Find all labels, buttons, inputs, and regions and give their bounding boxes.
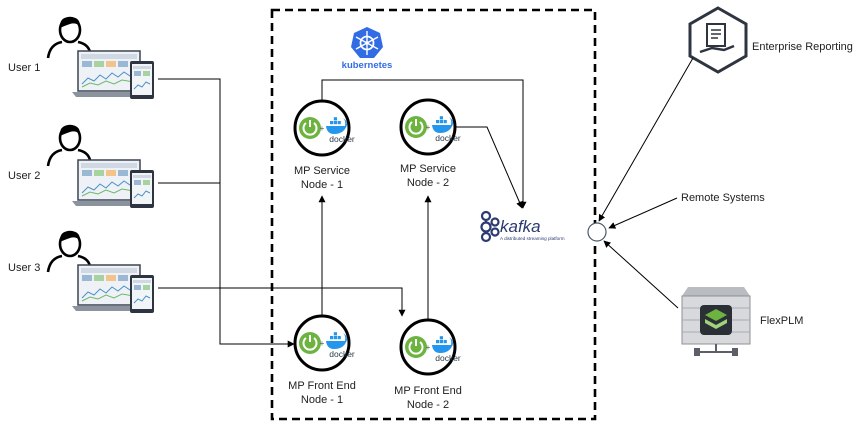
node-label-line1: MP Service	[294, 165, 350, 177]
device-icon	[71, 159, 155, 209]
docker-label: docker	[435, 133, 461, 143]
integration-hub	[587, 222, 607, 242]
flexplm: FlexPLM	[681, 287, 803, 356]
node-label-line1: MP Service	[400, 163, 456, 175]
reporting-to-hub-arrow	[598, 57, 694, 222]
mp-front-end-node-2: docker MP Front End Node - 2	[394, 318, 462, 411]
docker-label: docker	[329, 349, 355, 359]
enterprise-reporting: Enterprise Reporting	[688, 6, 853, 74]
remote-systems-label: Remote Systems	[681, 192, 765, 204]
user-3-label: User 3	[8, 262, 40, 274]
kafka-tagline: A distributed streaming platform	[500, 236, 565, 241]
server-icon	[681, 287, 751, 356]
user-3-group: User 3	[8, 229, 155, 314]
flexplm-label: FlexPLM	[760, 315, 803, 327]
node-label-line2: Node - 1	[301, 394, 343, 406]
docker-label: docker	[435, 353, 461, 363]
user3-to-front-end-2-arrow	[158, 287, 406, 317]
mp-service-node-2: docker MP Service Node - 2	[399, 98, 461, 189]
node-label-line1: MP Front End	[288, 380, 356, 392]
kafka-label: kafka	[500, 217, 541, 236]
node-label-line2: Node - 2	[407, 399, 449, 411]
kafka-logo: kafka A distributed streaming platform	[480, 210, 565, 243]
docker-label: docker	[329, 134, 355, 144]
spring-docker-badge	[399, 98, 457, 156]
node-label-line2: Node - 2	[407, 177, 449, 189]
user-1-label: User 1	[8, 62, 40, 74]
mp-service-node-1: docker MP Service Node - 1	[293, 99, 355, 191]
spring-docker-badge	[293, 314, 351, 372]
kubernetes-label: kubernetes	[342, 60, 393, 71]
kubernetes-logo: kubernetes	[342, 27, 393, 71]
user-1-group: User 1	[8, 15, 155, 100]
spring-docker-badge	[293, 99, 351, 157]
kubernetes-cluster-boundary	[270, 8, 597, 421]
kafka-icon	[480, 210, 500, 243]
node-label-line1: MP Front End	[394, 385, 462, 397]
user-2-group: User 2	[8, 123, 155, 209]
mp-front-end-node-1: docker MP Front End Node - 1	[288, 314, 356, 406]
device-icon	[71, 264, 155, 314]
user-2-label: User 2	[8, 170, 40, 182]
enterprise-reporting-label: Enterprise Reporting	[752, 41, 853, 53]
spring-docker-badge	[399, 318, 457, 376]
kubernetes-icon	[351, 27, 383, 58]
user1-to-front-end-1-arrow	[158, 78, 295, 348]
service-2-to-kafka-arrow	[455, 126, 523, 209]
device-icon	[71, 50, 155, 100]
service-1-to-kafka-arrow	[321, 79, 527, 209]
remote-to-hub-arrow	[608, 197, 678, 229]
flexplm-to-hub-arrow	[603, 240, 679, 309]
node-label-line2: Node - 1	[301, 179, 343, 191]
report-icon	[688, 6, 748, 74]
connectors	[158, 57, 694, 348]
